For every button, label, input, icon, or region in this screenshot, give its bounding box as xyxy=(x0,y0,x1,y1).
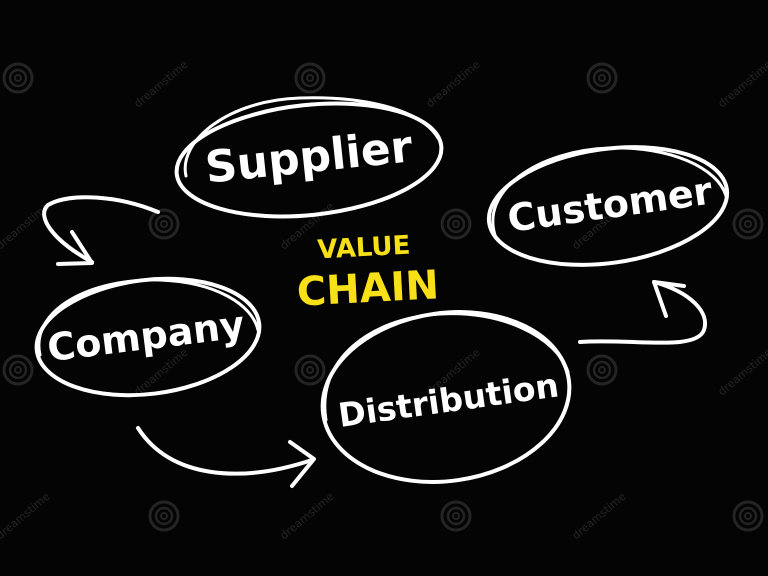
company-label: Company xyxy=(45,302,247,370)
watermark-text: dreamstime xyxy=(132,58,191,111)
customer-ellipse xyxy=(486,145,730,267)
watermark-text: dreamstime xyxy=(0,490,53,543)
watermark-logo-icon xyxy=(148,208,180,240)
watermark-text: dreamstime xyxy=(716,346,768,399)
node-supplier: Supplier xyxy=(174,96,444,219)
node-distribution: Distribution xyxy=(320,310,572,484)
watermark-logo-icon xyxy=(732,208,764,240)
arrow-supplier-to-company xyxy=(42,195,160,266)
watermark-logo-icon xyxy=(732,500,764,532)
arrow-distribution-to-customer xyxy=(578,280,708,345)
watermark-logo-icon xyxy=(148,500,180,532)
watermark-text: dreamstime xyxy=(278,490,337,543)
title-line-chain: CHAIN xyxy=(296,262,440,315)
supplier-ellipse xyxy=(174,96,444,219)
arrow-company-to-distribution xyxy=(136,426,316,488)
watermark-logo-icon xyxy=(294,62,326,94)
supplier-label: Supplier xyxy=(203,121,415,193)
watermark-text: dreamstime xyxy=(424,58,483,111)
watermark-logo-icon xyxy=(586,62,618,94)
distribution-ellipse xyxy=(320,310,572,484)
watermark-logo-icon xyxy=(440,500,472,532)
watermark-logo-icon xyxy=(586,354,618,386)
company-ellipse xyxy=(34,276,262,398)
watermark-text: dreamstime xyxy=(716,58,768,111)
title-line-value: VALUE xyxy=(317,231,411,266)
watermark-text: dreamstime xyxy=(570,490,629,543)
watermark-logo-icon xyxy=(294,354,326,386)
watermark-logo-icon xyxy=(2,62,34,94)
customer-label: Customer xyxy=(505,169,715,241)
node-customer: Customer xyxy=(486,145,730,267)
value-chain-title: VALUE CHAIN xyxy=(296,231,440,316)
watermark-logo-icon xyxy=(2,354,34,386)
watermark-logo-icon xyxy=(440,208,472,240)
